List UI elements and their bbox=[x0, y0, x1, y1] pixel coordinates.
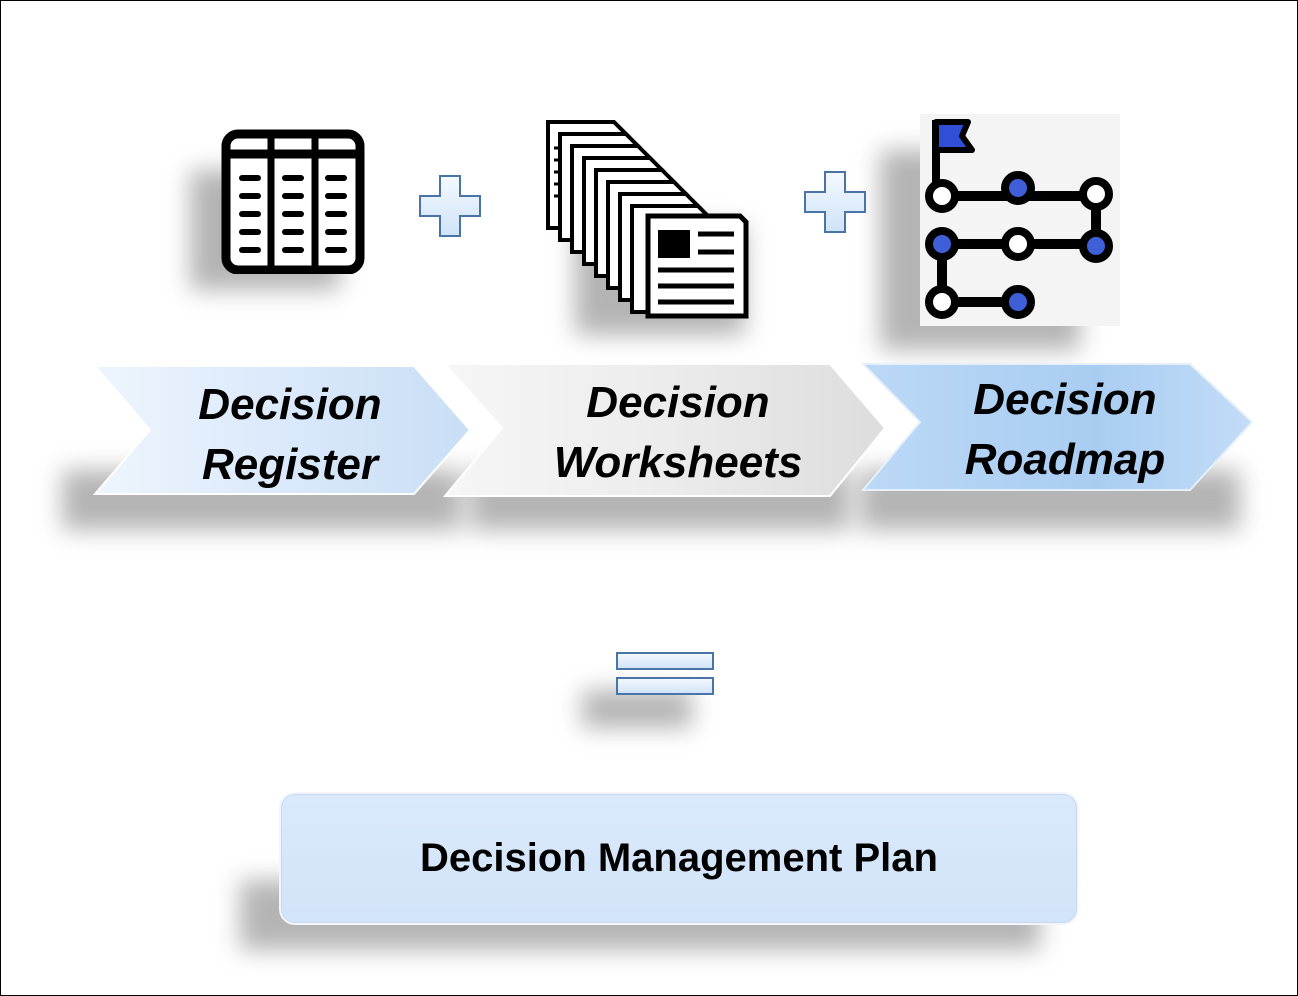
plan-label: Decision Management Plan bbox=[420, 836, 938, 880]
plus-icon bbox=[804, 171, 866, 233]
process-chevrons bbox=[92, 363, 1254, 497]
step-register-line1: Decision bbox=[198, 380, 382, 429]
decision-management-plan-box: Decision Management Plan bbox=[279, 792, 1079, 925]
chevron-worksheets bbox=[442, 363, 887, 497]
step-worksheets-line1: Decision bbox=[586, 378, 770, 427]
step-worksheets-line2: Worksheets bbox=[553, 438, 803, 487]
plus-icon bbox=[419, 175, 481, 237]
step-register-line2: Register bbox=[201, 440, 379, 489]
step-roadmap-line1: Decision bbox=[973, 375, 1157, 424]
step-roadmap-label: Decision Roadmap bbox=[920, 370, 1210, 490]
chevron-roadmap bbox=[860, 363, 1254, 491]
equals-shadow bbox=[582, 690, 692, 728]
step-roadmap-line2: Roadmap bbox=[964, 435, 1166, 484]
document-stack-icon bbox=[546, 120, 749, 319]
roadmap-icon bbox=[920, 114, 1120, 326]
equals-icon bbox=[616, 652, 714, 695]
table-icon bbox=[221, 129, 365, 274]
chevron-register bbox=[92, 365, 472, 495]
step-worksheets-label: Decision Worksheets bbox=[528, 373, 828, 493]
step-register-label: Decision Register bbox=[150, 375, 430, 495]
